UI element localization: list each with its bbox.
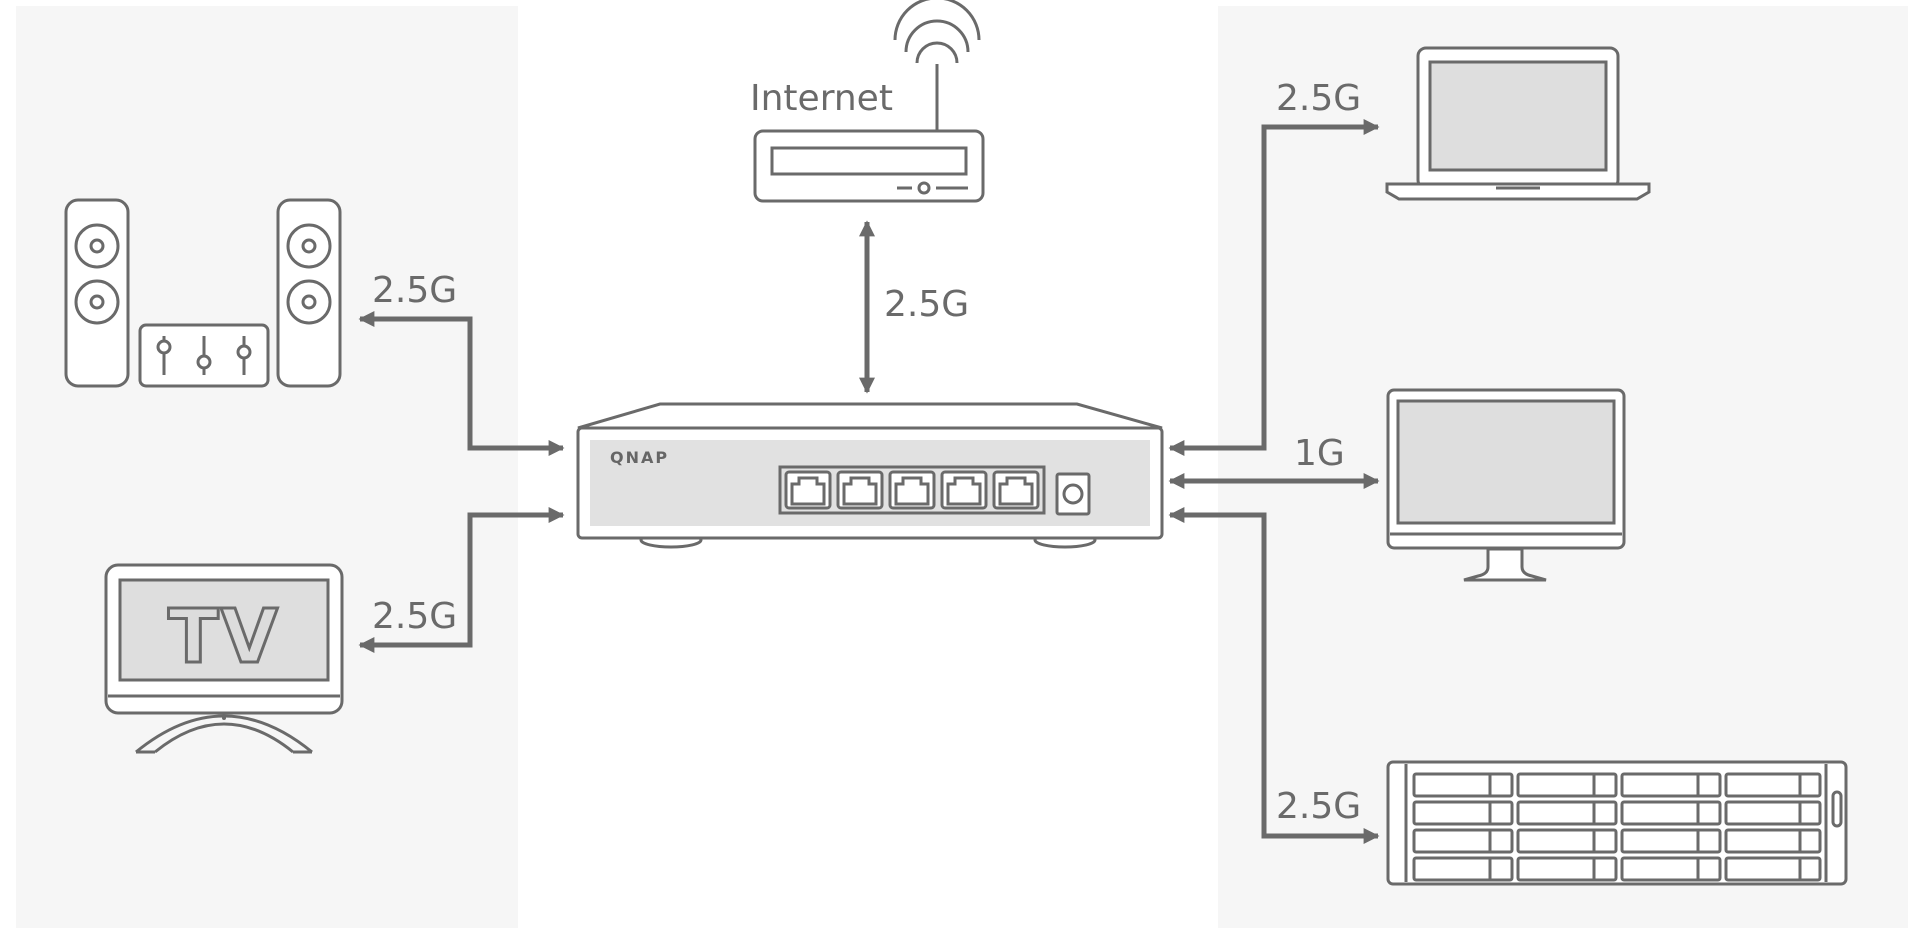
switch-brand-logo: QNAP	[610, 448, 669, 467]
tv-icon	[104, 563, 344, 754]
tv-link-speed: 2.5G	[372, 596, 457, 637]
left-panel	[16, 6, 518, 928]
laptop-link	[1168, 118, 1380, 457]
network-switch-icon	[576, 402, 1164, 549]
nas-drive-bays	[1412, 772, 1822, 882]
laptop-icon	[1385, 46, 1651, 201]
monitor-link-speed: 1G	[1294, 433, 1345, 474]
monitor-icon	[1386, 388, 1626, 582]
nas-storage-icon	[1386, 760, 1848, 886]
router-link-speed: 2.5G	[884, 284, 969, 325]
laptop-link-speed: 2.5G	[1276, 78, 1361, 119]
nas-link-speed: 2.5G	[1276, 786, 1361, 827]
tv-screen-text: TV	[168, 594, 280, 680]
speaker-system-icon	[64, 198, 342, 388]
tv-link	[358, 506, 565, 654]
router-label: Internet	[750, 78, 893, 119]
router-icon	[753, 0, 985, 203]
speakers-link-speed: 2.5G	[372, 270, 457, 311]
switch-ports	[784, 470, 1040, 510]
speakers-link	[358, 310, 565, 457]
nas-link	[1168, 506, 1380, 845]
